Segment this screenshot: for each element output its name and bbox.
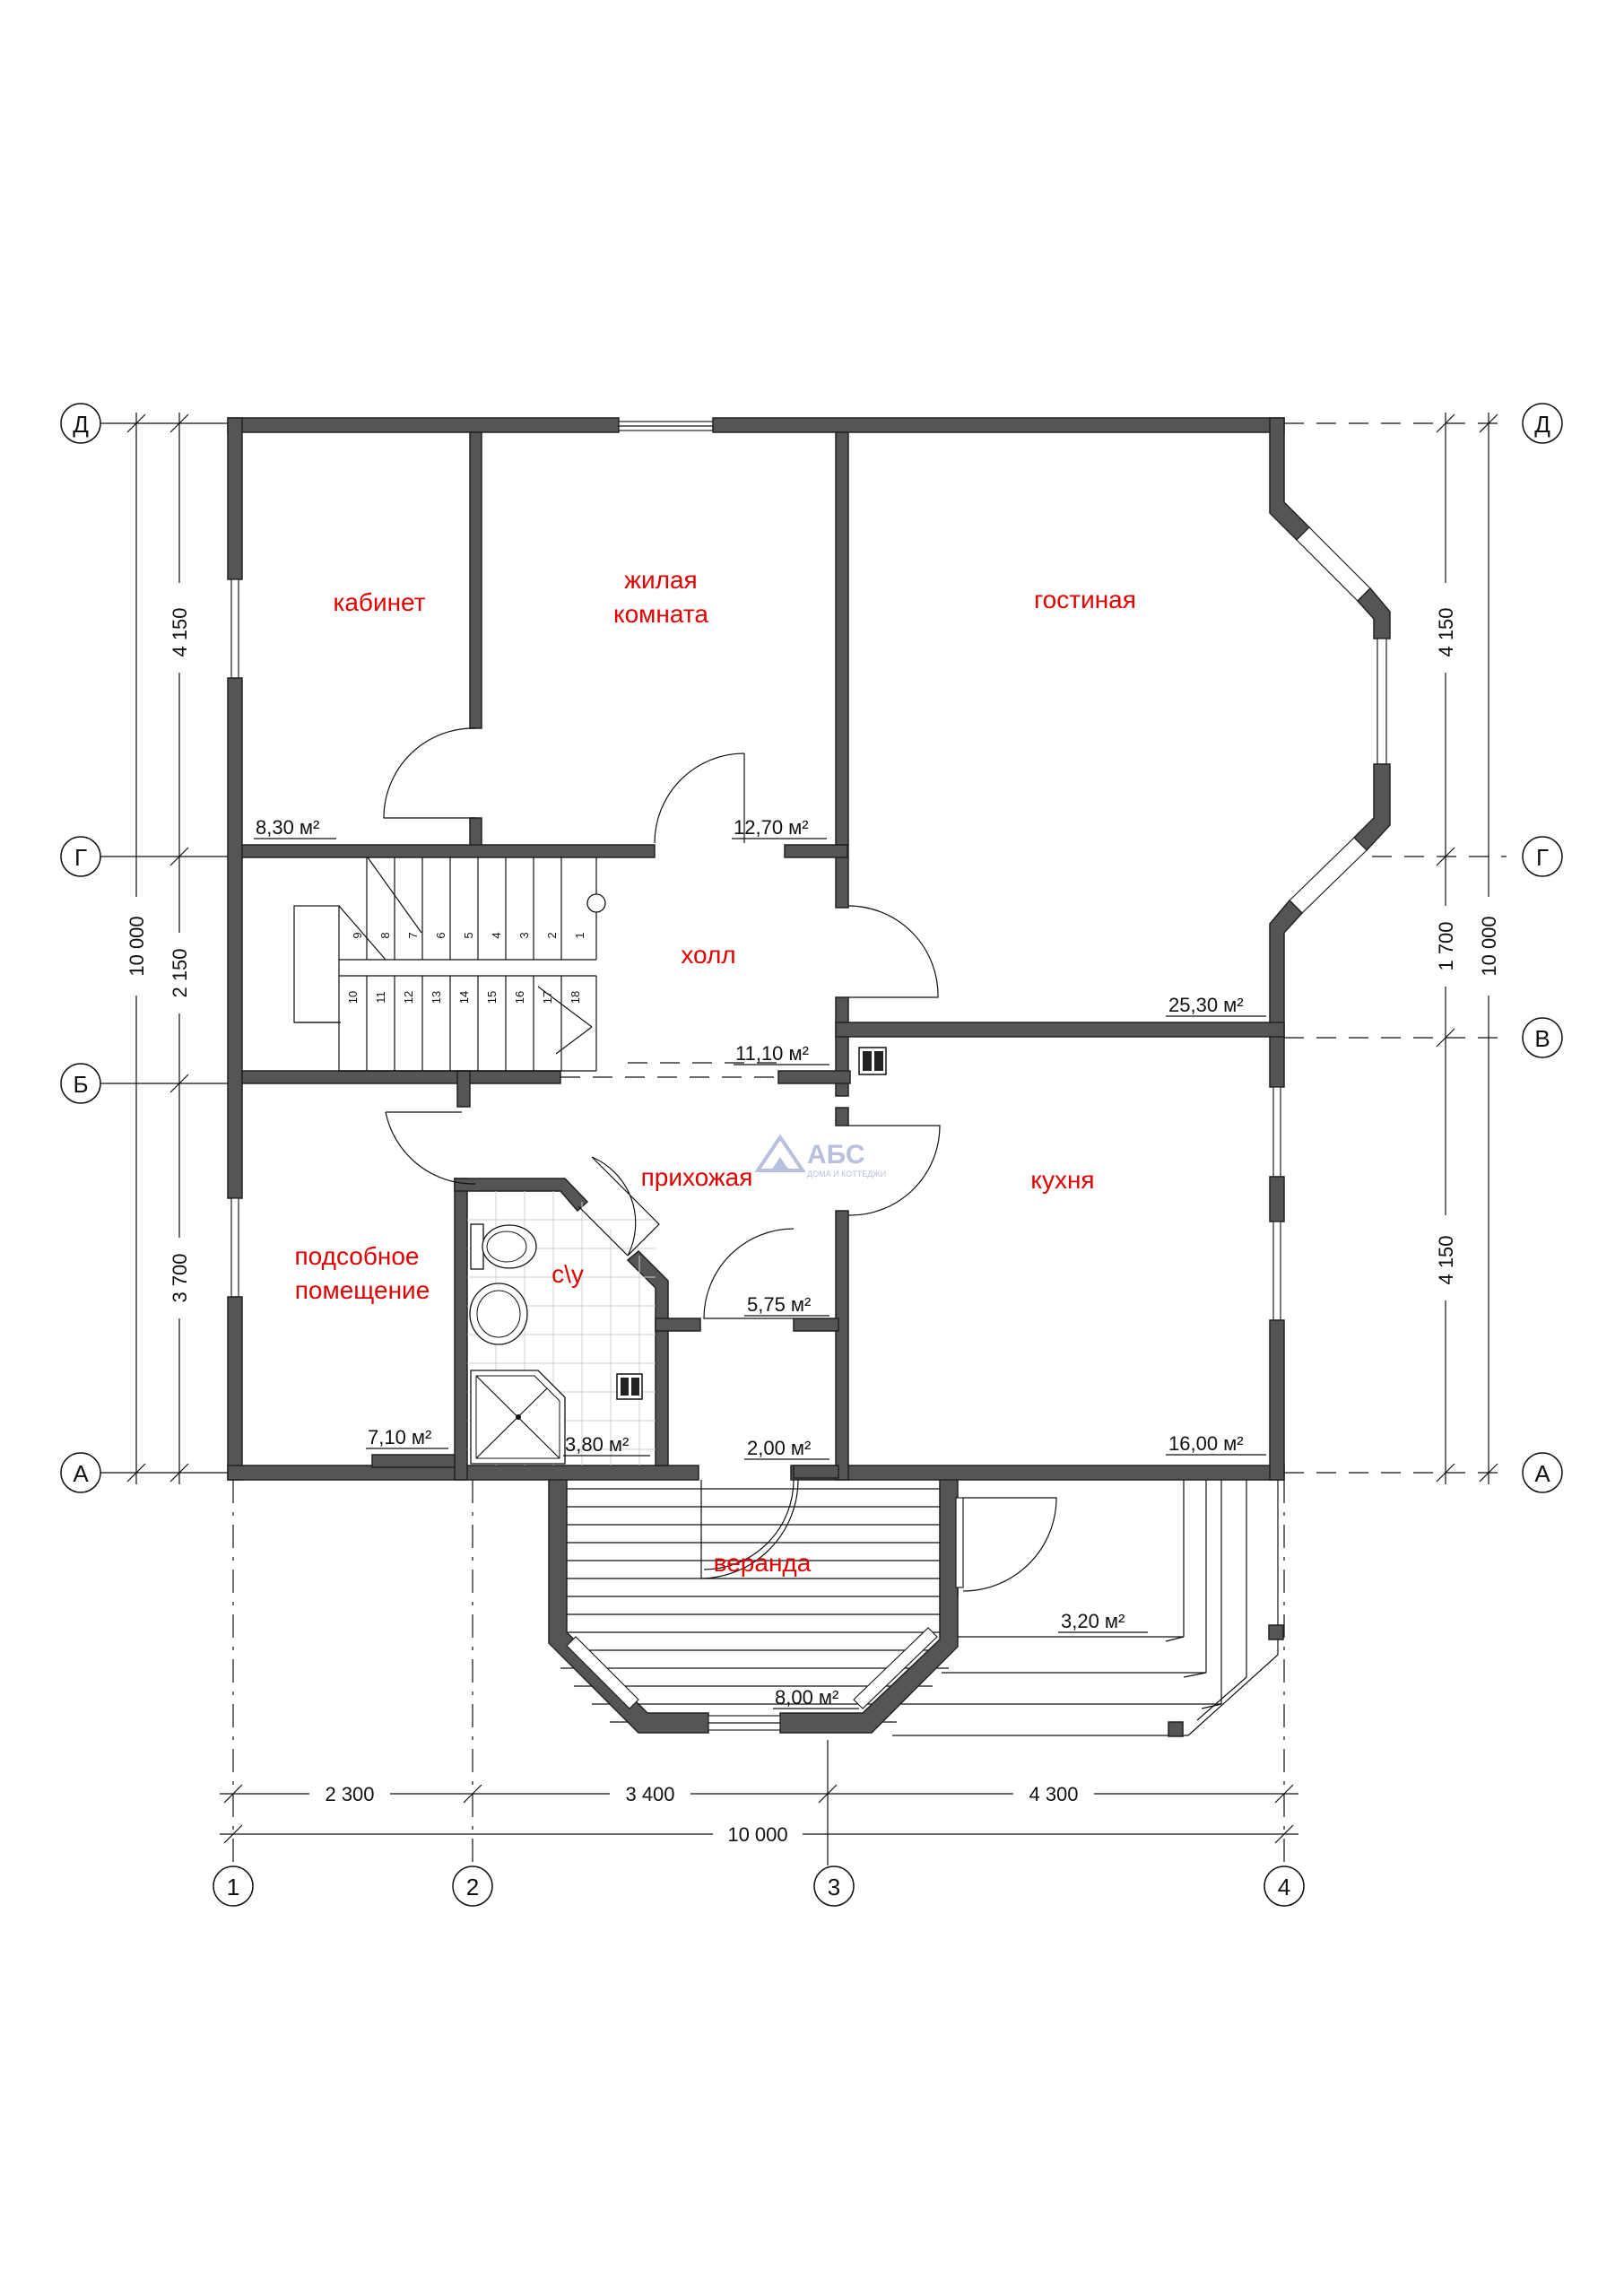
room-labels: кабинет жилая комната гостиная холл прих… (295, 566, 1136, 1577)
step-5: 5 (462, 932, 475, 938)
step-3: 3 (517, 932, 531, 938)
area-veranda: 8,00 м² (775, 1686, 838, 1709)
axis-col-4: 4 (1278, 1874, 1290, 1900)
step-14: 14 (457, 991, 471, 1004)
abs-logo: АБС ДОМА И КОТТЕДЖИ (754, 1134, 886, 1178)
room-veranda: веранда (714, 1549, 812, 1577)
dim-left-2: 2 150 (169, 948, 191, 997)
area-terrace: 3,20 м² (1061, 1610, 1125, 1632)
room-kabinet: кабинет (333, 588, 425, 616)
axis-row-g-right: Г (1536, 844, 1549, 871)
axis-markers: Д Г Б А Д Г В А 1 2 3 4 (60, 403, 1563, 1907)
step-1: 1 (573, 932, 586, 938)
area-tambur: 2,00 м² (747, 1437, 811, 1459)
axis-row-g-left: Г (74, 844, 87, 871)
step-16: 16 (513, 991, 526, 1004)
axis-col-2: 2 (466, 1874, 479, 1900)
step-7: 7 (406, 932, 420, 938)
dim-right-1: 4 150 (1435, 607, 1457, 657)
axis-col-1: 1 (227, 1874, 239, 1900)
dim-right-2: 1 700 (1435, 921, 1457, 970)
step-12: 12 (402, 991, 415, 1004)
dim-bottom-3: 4 300 (1029, 1783, 1078, 1805)
room-holl: холл (681, 941, 735, 969)
logo-title: АБС (807, 1140, 865, 1170)
axis-col-3: 3 (828, 1874, 840, 1900)
step-11: 11 (374, 991, 387, 1004)
step-6: 6 (434, 932, 447, 938)
step-15: 15 (485, 991, 499, 1004)
axis-row-b-left: Б (73, 1071, 88, 1098)
step-10: 10 (346, 991, 360, 1004)
dim-bottom-2: 3 400 (625, 1783, 674, 1805)
veranda (548, 1470, 1284, 1737)
room-podsobnoe-line1: подсобное (295, 1242, 420, 1270)
axis-row-v-right: В (1534, 1025, 1550, 1052)
room-su: с\у (551, 1260, 584, 1288)
dim-bottom-1: 2 300 (325, 1783, 374, 1805)
area-gostinaya: 25,30 м² (1168, 994, 1244, 1016)
step-18: 18 (569, 991, 582, 1004)
axis-row-d-right: Д (1534, 411, 1550, 438)
step-13: 13 (430, 991, 443, 1004)
room-kuhnya: кухня (1030, 1166, 1094, 1194)
room-gostinaya: гостиная (1034, 586, 1136, 613)
dim-right-total: 10 000 (1478, 916, 1500, 976)
dim-right-3: 4 150 (1435, 1235, 1457, 1284)
area-kuhnya: 16,00 м² (1168, 1432, 1244, 1455)
area-holl: 11,10 м² (735, 1042, 809, 1065)
step-17: 17 (541, 991, 554, 1004)
area-podsobnoe: 7,10 м² (368, 1426, 431, 1448)
room-prihozhaya: прихожая (641, 1163, 753, 1191)
step-4: 4 (490, 932, 503, 938)
staircase: 9 8 7 6 5 4 3 2 1 10 11 12 13 14 15 16 1… (293, 857, 606, 1072)
bathroom-tiles (467, 1156, 660, 1465)
area-su: 3,80 м² (565, 1433, 629, 1456)
logo-subtitle: ДОМА И КОТТЕДЖИ (807, 1170, 886, 1178)
dim-left-3: 3 700 (169, 1253, 191, 1302)
dim-left-1: 4 150 (169, 607, 191, 657)
dim-left-total: 10 000 (126, 916, 148, 976)
axis-row-a-left: А (73, 1460, 89, 1487)
axis-row-d-left: Д (73, 411, 89, 438)
step-8: 8 (378, 932, 392, 938)
step-2: 2 (545, 932, 559, 938)
step-9: 9 (351, 932, 364, 938)
dim-bottom-total: 10 000 (727, 1823, 787, 1846)
room-zhilaya-line2: комната (613, 600, 708, 628)
room-zhilaya-line1: жилая (624, 566, 697, 594)
walls (227, 417, 1391, 1481)
area-zhilaya: 12,70 м² (734, 816, 809, 839)
doors (383, 727, 941, 1570)
area-labels: 8,30 м² 12,70 м² 25,30 м² 11,10 м² 5,75 … (254, 816, 1266, 1709)
grid-lines (85, 422, 1507, 1866)
axis-row-a-right: А (1534, 1460, 1550, 1487)
dimension-lines (126, 413, 1498, 1844)
area-prihozhaya: 5,75 м² (747, 1293, 811, 1316)
room-podsobnoe-line2: помещение (295, 1276, 430, 1304)
area-kabinet: 8,30 м² (256, 816, 319, 839)
